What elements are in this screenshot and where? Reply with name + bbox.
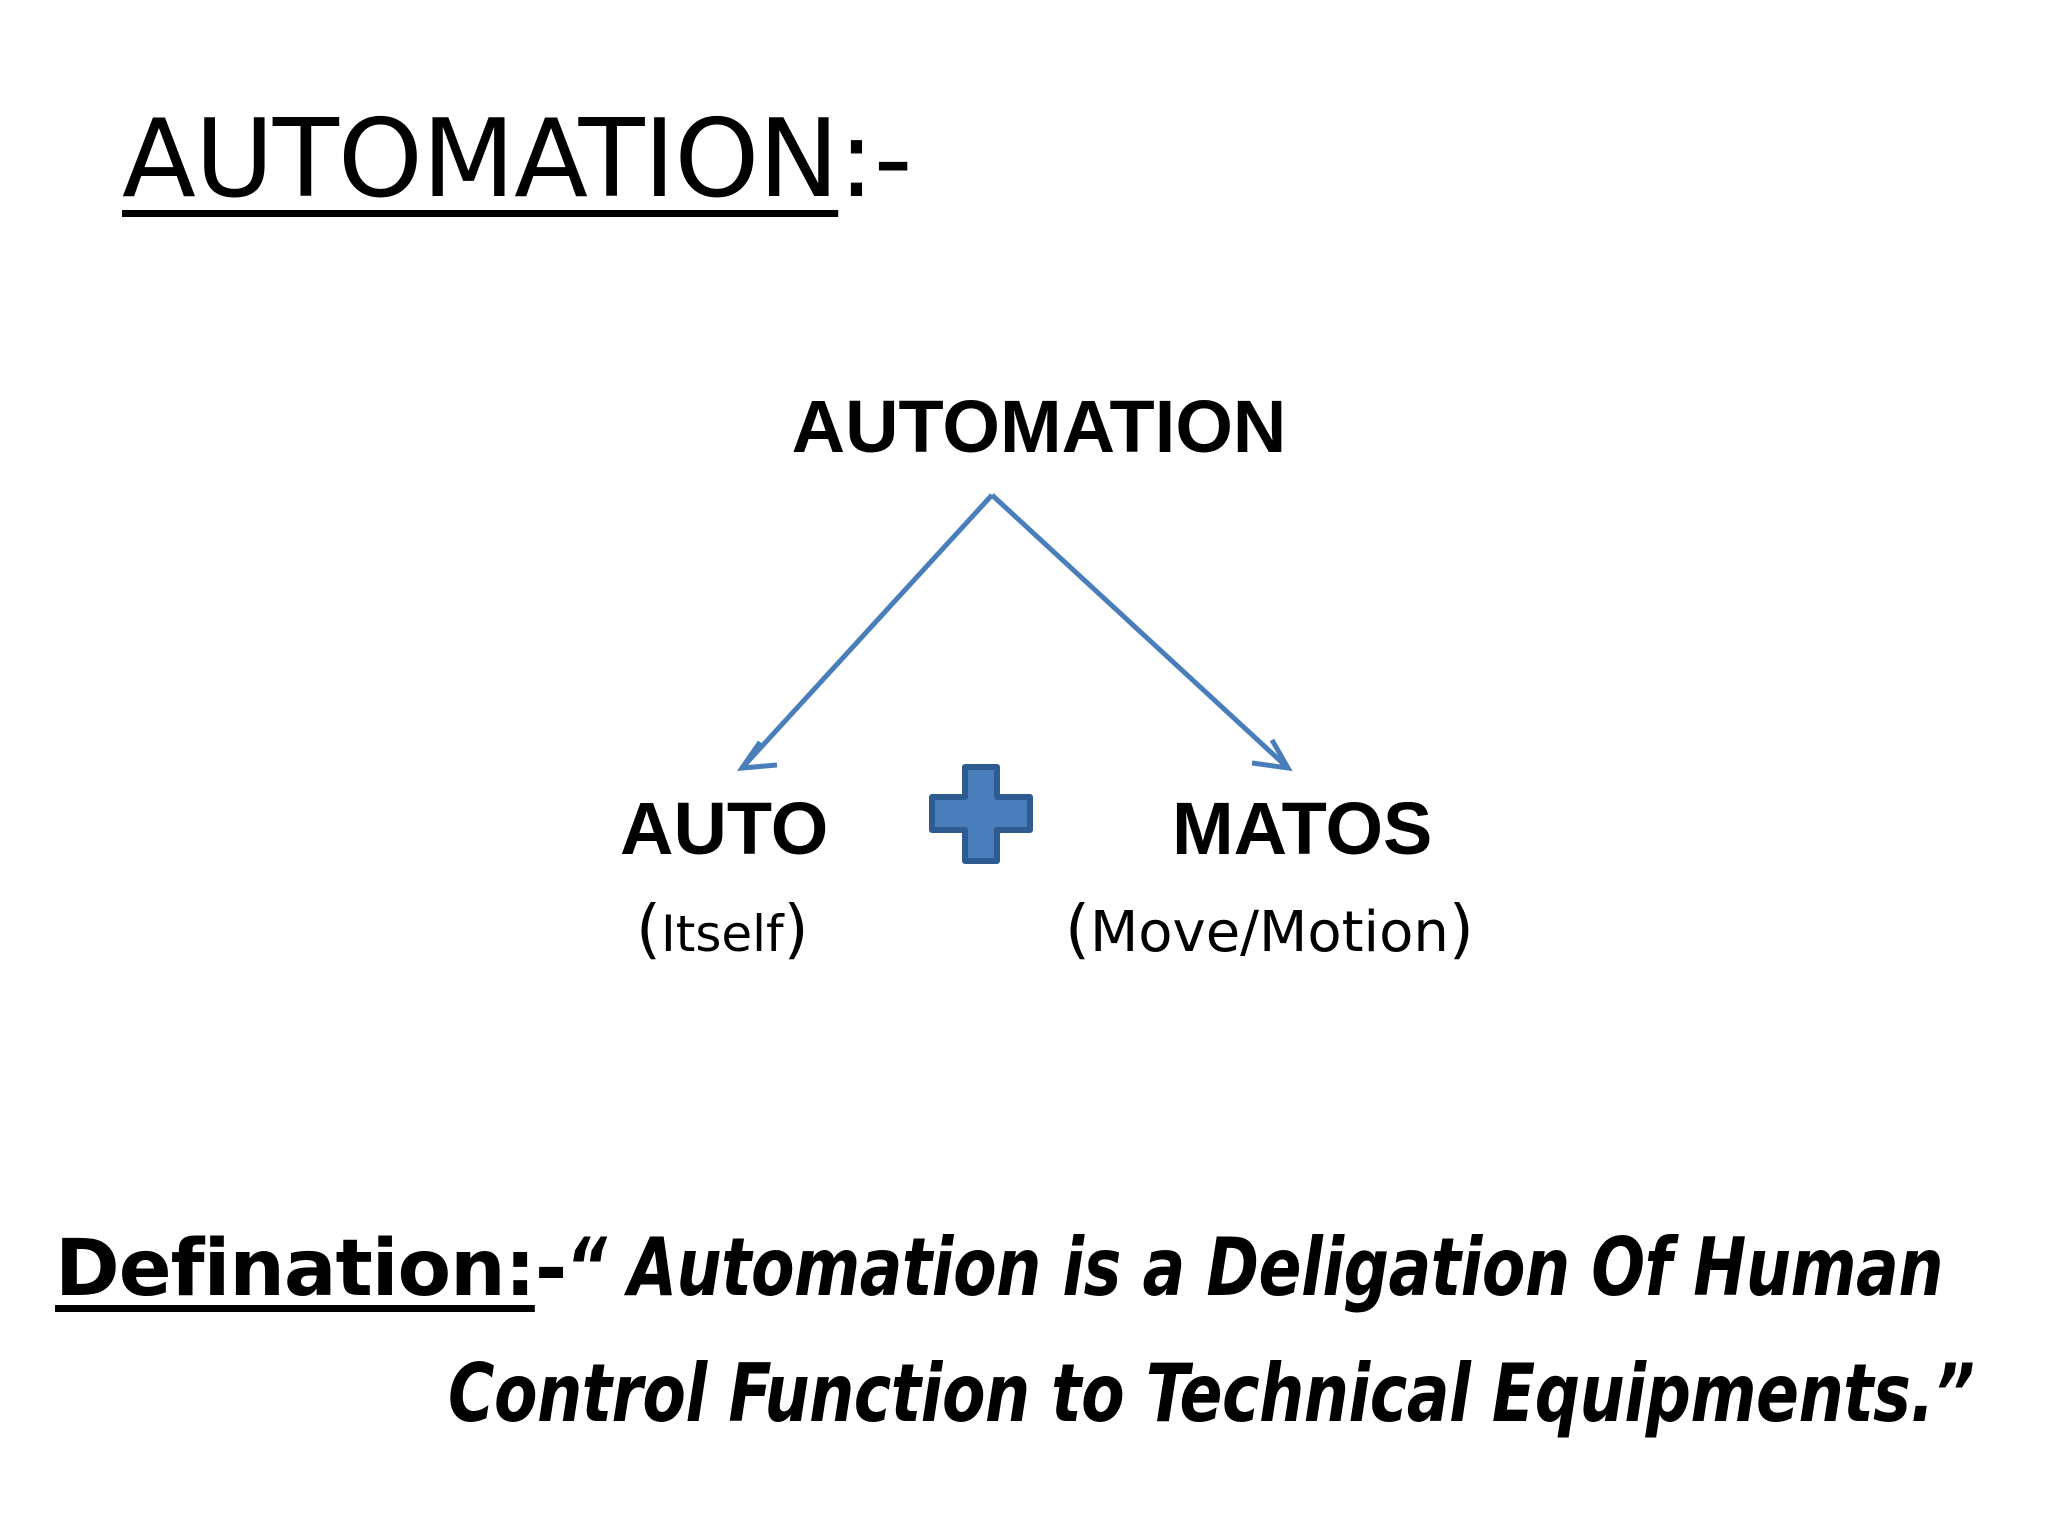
automation-breakdown-diagram: AUTOMATION AUTO MATOS (Itself) — [0, 384, 2048, 962]
definition-block: Defination:-“ Automation is a Deligation… — [55, 1228, 2015, 1434]
definition-label-suffix: - — [534, 1224, 567, 1314]
arrow-right — [990, 493, 1293, 772]
gloss-close-paren-right: ) — [1448, 893, 1474, 967]
diagram-branch-auto: AUTO — [620, 786, 828, 871]
diagram-root-node: AUTOMATION — [0, 384, 2048, 469]
diagram-gloss-matos-text: Move/Motion — [1089, 900, 1449, 965]
definition-label-underlined-text: Defination: — [55, 1224, 536, 1314]
diagram-gloss-matos: (Move/Motion) — [1065, 898, 1474, 962]
gloss-open-paren-left: ( — [636, 893, 661, 967]
arrow-left — [736, 493, 994, 771]
page-title-suffix: :- — [838, 97, 912, 222]
diagram-root-label: AUTOMATION — [791, 385, 1287, 468]
definition-quote-line-2: Control Function to Technical Equipments… — [448, 1347, 1975, 1440]
page-title-underlined-text: AUTOMATION — [122, 97, 839, 222]
diagram-branch-matos-label: MATOS — [1172, 787, 1433, 870]
page-title: AUTOMATION:- — [122, 97, 913, 222]
definition-label: Defination:- — [55, 1224, 567, 1314]
plus-icon — [929, 764, 1033, 864]
gloss-open-paren-right: ( — [1065, 893, 1090, 967]
diagram-gloss-auto-text: Itself — [660, 905, 784, 963]
definition-line-2: Control Function to Technical Equipments… — [55, 1354, 2015, 1434]
diagram-branch-auto-label: AUTO — [620, 787, 829, 870]
gloss-close-paren-left: ) — [783, 893, 809, 967]
definition-line-1: Defination:-“ Automation is a Deligation… — [55, 1221, 2015, 1314]
diagram-gloss-auto: (Itself) — [636, 898, 809, 962]
diagram-branch-matos: MATOS — [1172, 786, 1432, 871]
branch-arrows — [736, 493, 1293, 772]
definition-quote-line-1: “ Automation is a Deligation Of Human — [566, 1221, 1944, 1314]
